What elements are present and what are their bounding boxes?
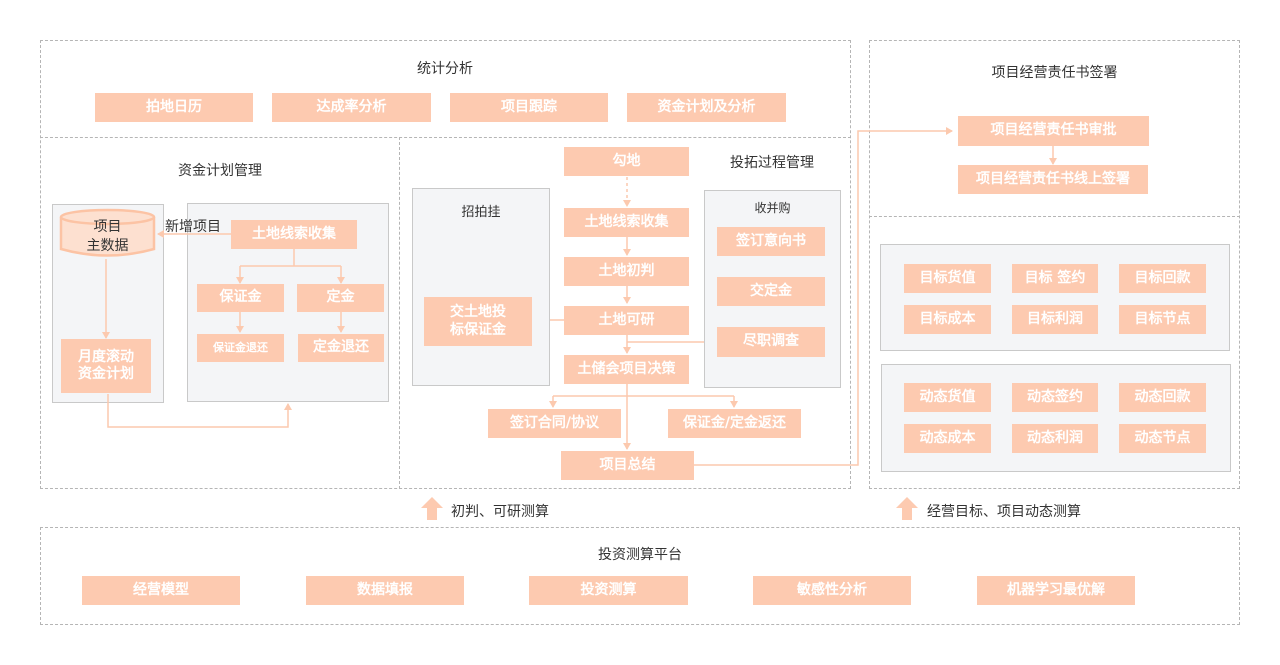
dynamic-item[interactable]: 动态成本 bbox=[904, 424, 991, 453]
fund-deposit-return[interactable]: 保证金退还 bbox=[197, 334, 284, 362]
auction-panel bbox=[412, 188, 550, 386]
stats-title: 统计分析 bbox=[417, 61, 473, 77]
dynamic-item[interactable]: 动态货值 bbox=[904, 383, 991, 412]
target-item[interactable]: 目标货值 bbox=[904, 264, 991, 293]
left-arrow-label: 初判、可研测算 bbox=[451, 504, 549, 520]
expansion-summary[interactable]: 项目总结 bbox=[561, 451, 694, 480]
expansion-deposit-refund[interactable]: 保证金/定金返还 bbox=[668, 409, 801, 438]
platform-item-investment-calc[interactable]: 投资测算 bbox=[529, 576, 688, 605]
mna-title: 收并购 bbox=[754, 201, 791, 215]
target-item[interactable]: 目标回款 bbox=[1119, 264, 1206, 293]
mna-step-intent-letter[interactable]: 签订意向书 bbox=[717, 227, 825, 256]
expansion-feasibility[interactable]: 土地可研 bbox=[564, 306, 689, 335]
stats-item-achievement-analysis[interactable]: 达成率分析 bbox=[272, 93, 431, 122]
target-item[interactable]: 目标利润 bbox=[1012, 305, 1098, 334]
target-item[interactable]: 目标 签约 bbox=[1012, 264, 1098, 293]
responsibility-approve[interactable]: 项目经营责任书审批 bbox=[958, 116, 1149, 146]
stats-divider bbox=[40, 137, 851, 138]
fund-monthly-plan[interactable]: 月度滚动 资金计划 bbox=[61, 339, 151, 393]
stats-item-project-tracking[interactable]: 项目跟踪 bbox=[450, 93, 608, 122]
platform-item-ml-optimum[interactable]: 机器学习最优解 bbox=[977, 576, 1135, 605]
master-data-label[interactable]: 项目 主数据 bbox=[86, 219, 129, 254]
expansion-clue-collect[interactable]: 土地线索收集 bbox=[564, 208, 689, 237]
dynamic-item[interactable]: 动态节点 bbox=[1119, 424, 1206, 453]
dynamic-item[interactable]: 动态利润 bbox=[1012, 424, 1098, 453]
dynamic-panel bbox=[881, 364, 1231, 472]
dynamic-item[interactable]: 动态回款 bbox=[1119, 383, 1206, 412]
responsibility-divider bbox=[869, 216, 1240, 217]
mna-step-due-diligence[interactable]: 尽职调查 bbox=[717, 327, 825, 357]
up-arrow-icon-left bbox=[421, 497, 443, 520]
right-arrow-label: 经营目标、项目动态测算 bbox=[927, 504, 1081, 520]
platform-item-business-model[interactable]: 经营模型 bbox=[82, 576, 240, 605]
expansion-gou-di[interactable]: 勾地 bbox=[564, 147, 689, 176]
target-panel bbox=[880, 244, 1230, 351]
fund-down-payment[interactable]: 定金 bbox=[297, 284, 384, 312]
dynamic-item[interactable]: 动态签约 bbox=[1012, 383, 1098, 412]
mna-step-pay-deposit[interactable]: 交定金 bbox=[717, 277, 825, 306]
stats-item-fund-plan-analysis[interactable]: 资金计划及分析 bbox=[627, 93, 786, 122]
fund-expansion-divider bbox=[399, 137, 400, 489]
auction-title: 招拍挂 bbox=[461, 205, 501, 220]
stats-item-land-calendar[interactable]: 拍地日历 bbox=[95, 93, 253, 122]
platform-frame bbox=[40, 527, 1240, 625]
auction-bid-deposit[interactable]: 交土地投 标保证金 bbox=[424, 297, 532, 346]
expansion-decision[interactable]: 土储会项目决策 bbox=[564, 355, 689, 384]
fund-down-payment-return[interactable]: 定金退还 bbox=[298, 334, 384, 362]
platform-title: 投资测算平台 bbox=[598, 547, 682, 563]
expansion-sign-contract[interactable]: 签订合同/协议 bbox=[488, 409, 621, 438]
platform-item-sensitivity[interactable]: 敏感性分析 bbox=[753, 576, 911, 605]
new-project-label: 新增项目 bbox=[165, 219, 221, 235]
responsibility-sign-online[interactable]: 项目经营责任书线上签署 bbox=[958, 165, 1148, 194]
target-item[interactable]: 目标成本 bbox=[904, 305, 991, 334]
expansion-title: 投拓过程管理 bbox=[730, 155, 814, 171]
responsibility-title: 项目经营责任书签署 bbox=[991, 65, 1118, 81]
fund-clue-collect[interactable]: 土地线索收集 bbox=[231, 220, 357, 249]
up-arrow-icon-right bbox=[896, 497, 918, 520]
platform-item-data-entry[interactable]: 数据填报 bbox=[306, 576, 464, 605]
expansion-prelim[interactable]: 土地初判 bbox=[564, 257, 689, 286]
fund-title: 资金计划管理 bbox=[178, 163, 262, 179]
fund-deposit[interactable]: 保证金 bbox=[197, 284, 284, 312]
target-item[interactable]: 目标节点 bbox=[1119, 305, 1206, 334]
